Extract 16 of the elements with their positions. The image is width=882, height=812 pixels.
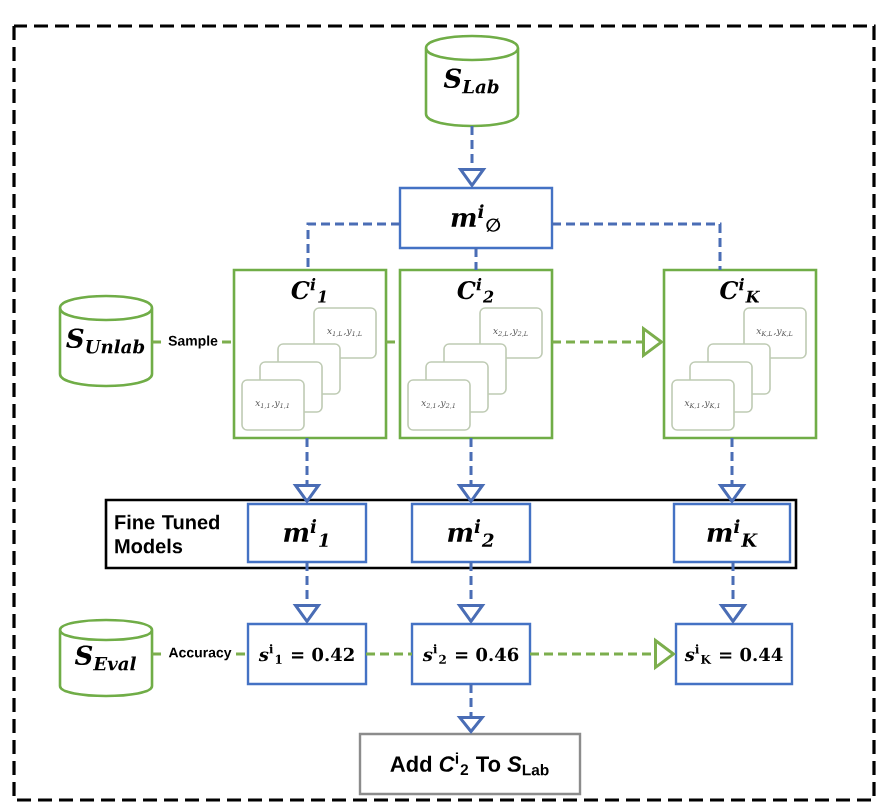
score-box: s$^{i}$$_{1}$ = 0.42 [246,622,368,686]
connector-line [552,222,722,270]
connector-line [386,340,400,344]
connector-line [474,248,478,270]
model-box: m$^{i}$∅ [398,186,554,250]
model-box: m$^{i}$1 [246,502,368,564]
result-box: Add C$^{i}$$_{2}$ To S$_{Lab}$ [358,732,582,796]
model-box: m$^{i}$2 [410,502,532,564]
database-cylinder: S$_{Unlab}$ [58,294,154,388]
database-cylinder: S$_{Lab}$ [424,34,520,128]
database-cylinder: S$_{Eval}$ [58,618,154,698]
score-box: s$^{i}$$_{K}$ = 0.44 [674,622,794,686]
connector-line [306,222,400,270]
connector-line [366,652,412,656]
model-box: m$^{i}$K [672,502,792,564]
score-box: s$^{i}$$_{2}$ = 0.46 [410,622,532,686]
